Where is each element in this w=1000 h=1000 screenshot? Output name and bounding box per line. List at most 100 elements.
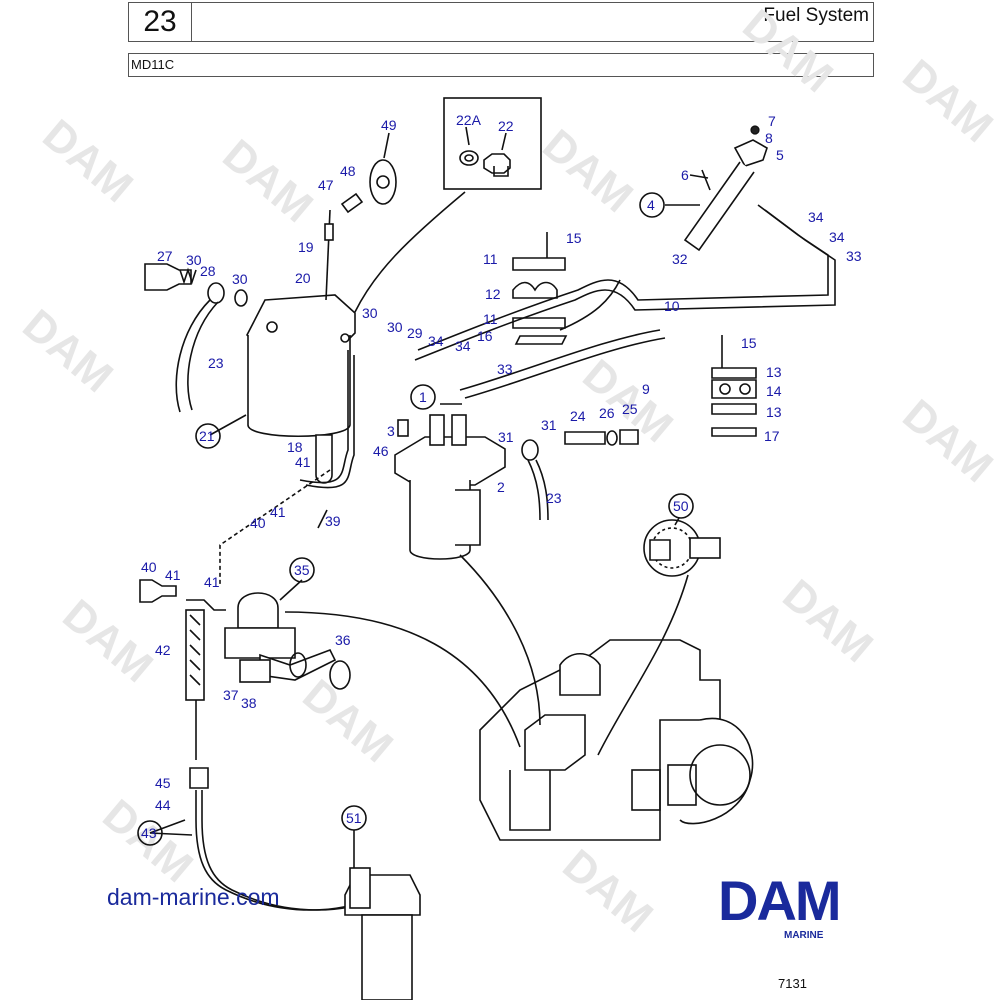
label-circle <box>410 384 436 410</box>
watermark: DAM <box>94 790 202 892</box>
watermark: DAM <box>294 670 402 772</box>
part-label: 49 <box>381 117 397 133</box>
part-label: 43 <box>141 825 157 841</box>
part-label: 41 <box>204 574 220 590</box>
part-labels: 49 22A 22 7 8 5 6 4 48 47 19 20 27 30 28… <box>137 112 862 846</box>
part-label: 51 <box>346 810 362 826</box>
part-label: 23 <box>208 355 224 371</box>
part-label: 37 <box>223 687 239 703</box>
part-label: 35 <box>294 562 310 578</box>
part-label: 31 <box>498 429 514 445</box>
part-label: 48 <box>340 163 356 179</box>
watermark: DAM <box>894 390 1000 492</box>
part-label: 41 <box>295 454 311 470</box>
part-label: 1 <box>419 389 427 405</box>
part-label: 12 <box>485 286 501 302</box>
model-label: MD11C <box>131 57 175 72</box>
label-circle <box>195 423 221 449</box>
part-label: 5 <box>776 147 784 163</box>
part-label: 45 <box>155 775 171 791</box>
part-label: 23 <box>546 490 562 506</box>
part-label: 20 <box>295 270 311 286</box>
part-label: 40 <box>250 515 266 531</box>
fuel-line-39 <box>219 469 331 585</box>
part-label: 30 <box>186 252 202 268</box>
watermark: DAM <box>54 590 162 692</box>
part-label: 31 <box>541 417 557 433</box>
part-label: 41 <box>165 567 181 583</box>
label-circle <box>137 820 163 846</box>
part-label: 32 <box>672 251 688 267</box>
part-label: 16 <box>477 328 493 344</box>
part-label: 18 <box>287 439 303 455</box>
watermark: DAM <box>34 110 142 212</box>
part-label: 28 <box>200 263 216 279</box>
part-label: 34 <box>455 338 471 354</box>
part-label: 42 <box>155 642 171 658</box>
part-label: 11 <box>483 311 498 327</box>
part-label: 14 <box>766 383 782 399</box>
section-number: 23 <box>129 3 192 41</box>
part-label: 11 <box>483 251 498 267</box>
header-section-box: 23 Fuel System <box>128 2 874 42</box>
part-label: 46 <box>373 443 389 459</box>
part-label: 47 <box>318 177 334 193</box>
part-label: 40 <box>141 559 157 575</box>
watermark: DAM <box>14 300 122 402</box>
part-label: 13 <box>766 404 782 420</box>
part-label: 6 <box>681 167 689 183</box>
part-label: 22 <box>498 118 514 134</box>
part-label: 26 <box>599 405 615 421</box>
watermark: DAM <box>774 570 882 672</box>
injection-pipes <box>414 204 836 399</box>
part-label: 44 <box>155 797 171 813</box>
part-label: 4 <box>647 197 655 213</box>
part-label: 15 <box>566 230 582 246</box>
part-label: 22A <box>456 112 482 128</box>
part-label: 10 <box>664 298 680 314</box>
part-label: 21 <box>199 428 215 444</box>
part-label: 34 <box>428 333 444 349</box>
part-label: 27 <box>157 248 173 264</box>
injection-pump-1 <box>394 403 506 560</box>
brand-subtitle: MARINE <box>784 930 824 941</box>
injector-4 <box>683 125 768 252</box>
part-label: 38 <box>241 695 257 711</box>
part-label: 50 <box>673 498 689 514</box>
drawing-number: 7131 <box>778 976 807 991</box>
fuel-filter-21 <box>246 159 397 484</box>
fuel-line-23-left <box>175 299 219 413</box>
part-label: 29 <box>407 325 423 341</box>
part-label: 30 <box>362 305 378 321</box>
part-label: 36 <box>335 632 351 648</box>
part-label: 17 <box>764 428 780 444</box>
website-url: dam-marine.com <box>107 884 280 910</box>
feed-pump-35 <box>224 592 351 690</box>
drive-gear-50 <box>643 519 721 577</box>
watermark: DAM <box>734 0 842 102</box>
part-label: 34 <box>829 229 845 245</box>
part-label: 25 <box>622 401 638 417</box>
part-label: 34 <box>808 209 824 225</box>
watermark: DAM <box>214 130 322 232</box>
leader-lines <box>149 126 709 868</box>
inset-box-22 <box>443 97 542 190</box>
label-circle <box>668 493 694 519</box>
pipe-clamps-11-12-16 <box>512 232 568 345</box>
banjo-screw-25 <box>521 429 639 521</box>
water-separator-51 <box>344 867 421 1000</box>
page-title: Fuel System <box>763 5 869 26</box>
part-label: 24 <box>570 408 586 424</box>
part-label: 33 <box>497 361 513 377</box>
part-label: 15 <box>741 335 757 351</box>
banjo-screw-27 <box>144 263 248 307</box>
part-label: 3 <box>387 423 395 439</box>
watermark: DAM <box>894 50 1000 152</box>
part-label: 30 <box>232 271 248 287</box>
part-label: 13 <box>766 364 782 380</box>
part-label: 7 <box>768 113 776 129</box>
part-label: 8 <box>765 130 773 146</box>
engine-block <box>479 639 754 841</box>
watermark: DAM <box>554 840 662 942</box>
